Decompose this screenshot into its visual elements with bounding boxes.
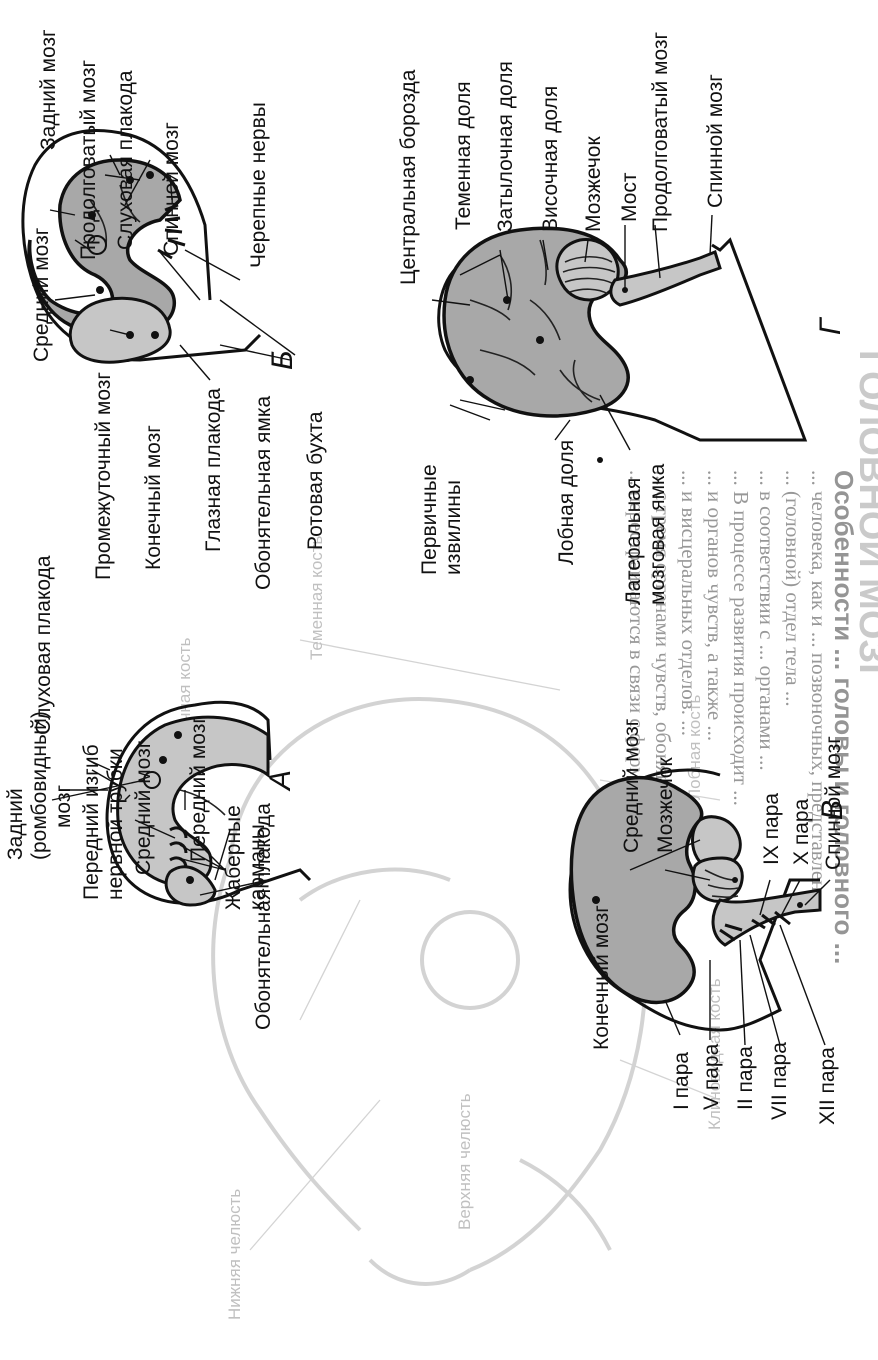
panel-d-label-frontal-lobe: Лобная доля xyxy=(555,440,578,565)
skull-label-maxilla: Верхняя челюсть xyxy=(455,1093,474,1230)
panel-c-label-pair-vii: VII пара xyxy=(768,1042,791,1120)
panel-c-label-telencephalon: Конечный мозг xyxy=(590,905,613,1050)
panel-c-label-pair-ii: II пара xyxy=(734,1046,757,1110)
panel-a-label-otic-placode: Слуховая плакода xyxy=(32,555,55,735)
panel-b-letter: Б xyxy=(266,350,299,370)
panel-c-label-pair-v: V пара xyxy=(700,1043,723,1110)
panel-c-label-pair-ix: IX пара xyxy=(760,793,783,865)
panel-d-label-lateral-fossa: Латеральнаямозговая ямка xyxy=(622,463,669,605)
panel-d-label-primary-gyri: Первичныеизвилины xyxy=(418,464,465,575)
panel-b-label-spinal-cord: Спинной мозг xyxy=(160,122,183,256)
panel-b-label-telencephalon: Конечный мозг xyxy=(142,425,165,570)
panel-b-label-oral-cavity: Ротовая бухта xyxy=(304,411,327,550)
panel-b: Средний мозг Промежуточный мозг Конечный… xyxy=(23,29,327,590)
background-line: ... В процессе развития происходит ... xyxy=(729,470,753,806)
panel-b-label-hindbrain: Задний мозг xyxy=(37,29,60,150)
panel-a-label-midbrain: Средний мозг xyxy=(132,740,155,875)
skull-label-mandible: Нижняя челюсть xyxy=(225,1189,244,1320)
panel-b-label-medulla: Продолговатый мозг xyxy=(77,59,100,260)
background-line: ... и висцеральных отделов. ... xyxy=(677,470,701,736)
panel-b-label-olfactory-pit: Обонятельная ямка xyxy=(252,395,275,590)
panel-c-letter: В xyxy=(816,800,849,820)
panel-b-label-diencephalon: Промежуточный мозг xyxy=(92,372,115,580)
panel-d-label-cerebellum: Мозжечок xyxy=(582,136,605,232)
panel-a-label-forebrain: Передний мозг xyxy=(187,716,210,862)
panel-b-label-midbrain: Средний мозг xyxy=(30,227,53,362)
panel-d-label-pons: Мост xyxy=(618,172,641,222)
background-line: ... в соответствии с ... органами ... xyxy=(755,470,779,771)
panel-b-label-otic-placode: Слуховая плакода xyxy=(114,70,137,250)
panel-a-label-neural-flexure: Передний изгибнервной трубки xyxy=(80,744,127,900)
panel-d-brainstem xyxy=(611,252,720,305)
panel-c-label-midbrain: Средний мозг xyxy=(620,718,643,853)
panel-b-telencephalon xyxy=(70,298,170,362)
panel-d-drawing xyxy=(439,228,805,463)
panel-a: Задний(ромбовидный)мозг Передний изгибне… xyxy=(4,555,310,1030)
panel-d-label-central-sulcus: Центральная борозда xyxy=(397,69,420,285)
background-heading: Особенности ... головы и головного ... xyxy=(829,470,859,964)
background-line: ... (головной) отдел тела ... xyxy=(781,470,805,707)
panel-d-label-parietal-lobe: Теменная доля xyxy=(452,81,475,230)
panel-c-label-pair-x: X пара xyxy=(790,798,813,865)
panel-d-letter: Г xyxy=(814,316,847,335)
panel-d-label-spinal-cord: Спинной мозг xyxy=(704,74,727,208)
panel-c-label-pair-i: I пара xyxy=(670,1052,693,1110)
skull-label-parietal: Теменная кость xyxy=(307,535,326,660)
panel-c-label-cerebellum: Мозжечок xyxy=(654,757,677,853)
panel-c-label-pair-xii: XII пара xyxy=(816,1047,839,1125)
panel-d-label-medulla: Продолговатый мозг xyxy=(649,31,672,232)
panel-b-drawing xyxy=(23,130,260,362)
panel-b-label-cranial-nerves: Черепные нервы xyxy=(247,102,270,268)
background-line: ... и органов чувств, а также ... xyxy=(703,470,727,741)
panel-d-label-temporal-lobe: Височная доля xyxy=(539,86,562,232)
panel-a-letter: А xyxy=(264,770,297,792)
panel-b-label-optic-placode: Глазная плакода xyxy=(202,388,225,552)
panel-d-label-occipital-lobe: Затылочная доля xyxy=(494,61,517,232)
